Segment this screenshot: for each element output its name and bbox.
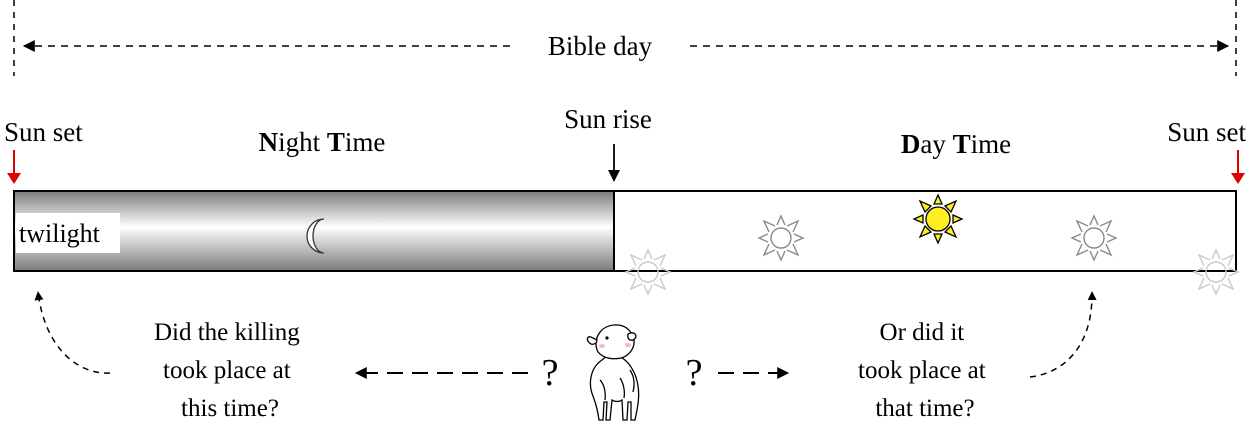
sun-rise-label: Sun rise — [564, 104, 652, 134]
question-left-line-3: this time? — [181, 395, 279, 422]
question-mark-right: ? — [686, 352, 703, 394]
question-right: Or did it took place at that time? — [858, 319, 992, 422]
question-left: Did the killing took place at this time? — [154, 319, 306, 422]
lamb-icon — [587, 325, 638, 420]
twilight-label: twilight — [19, 219, 101, 248]
sun-noon-icon — [914, 195, 962, 243]
sun-rise-arrow-icon — [608, 144, 620, 182]
curved-arrow-left — [38, 292, 110, 373]
night-time-label: Night Time — [259, 127, 386, 157]
sun-set-left-arrow-icon — [7, 150, 21, 184]
question-left-line-2: took place at — [163, 357, 291, 384]
sun-set-right-label: Sun set — [1167, 117, 1246, 147]
question-right-line-2: took place at — [858, 357, 986, 384]
question-left-line-1: Did the killing — [154, 319, 300, 346]
sun-set-right-arrow-icon — [1231, 150, 1245, 184]
question-right-line-1: Or did it — [880, 319, 965, 346]
sun-set-left-label: Sun set — [4, 117, 83, 147]
question-right-line-3: that time? — [875, 395, 974, 422]
question-mark-left: ? — [542, 352, 559, 394]
bible-day-label: Bible day — [548, 31, 653, 61]
curved-arrow-right — [1030, 292, 1092, 377]
day-time-label: Day Time — [901, 129, 1011, 159]
